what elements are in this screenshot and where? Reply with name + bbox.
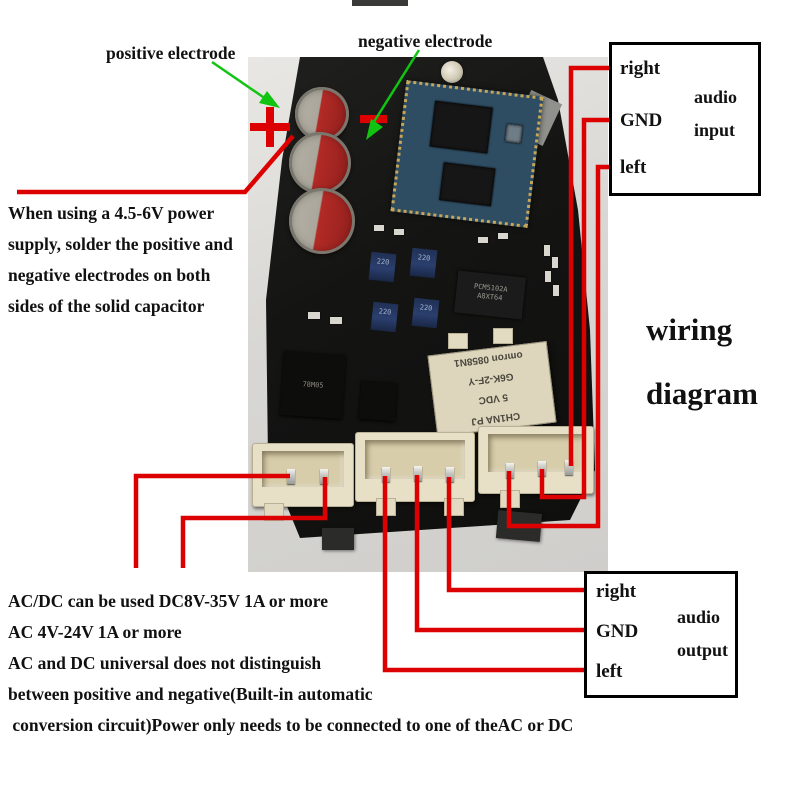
inductor-label: 220 xyxy=(376,257,390,267)
standoff xyxy=(441,61,463,83)
output-pin-gnd xyxy=(414,466,422,481)
solder-pad xyxy=(498,233,508,239)
output-pin-left xyxy=(382,467,390,482)
audio-input-pin-gnd: GND xyxy=(620,110,663,131)
negative-electrode-label: negative electrode xyxy=(358,31,493,51)
audio-input-title-line1: audio xyxy=(694,87,738,107)
solder-pad xyxy=(553,285,559,296)
capacitor-2 xyxy=(289,132,351,194)
power-pin-2 xyxy=(320,469,328,484)
mounting-tab xyxy=(495,510,543,542)
solder-pad xyxy=(544,245,550,256)
voltage-regulator: 78M05 xyxy=(279,350,347,420)
inductor-4: 220 xyxy=(411,297,440,329)
audio-output-pin-gnd: GND xyxy=(596,621,639,642)
power-pin-1 xyxy=(287,469,295,484)
inductor-2: 220 xyxy=(409,247,438,279)
bt-chip-2 xyxy=(439,162,496,207)
relay-line: G6K-2F-Y xyxy=(467,370,515,388)
power-note-line: between positive and negative(Built-in a… xyxy=(8,684,373,704)
connector-foot xyxy=(264,503,284,521)
input-pin-gnd xyxy=(538,461,546,476)
page-title-line2: diagram xyxy=(646,376,758,411)
bt-chip-1 xyxy=(429,100,493,154)
bluetooth-module xyxy=(390,80,544,228)
power-note: AC/DC can be used DC8V-35V 1A or more AC… xyxy=(8,586,573,741)
output-pin-right xyxy=(446,467,454,482)
power-connector xyxy=(252,443,354,507)
dac-chip: PCM5102A A8XT64 xyxy=(453,270,527,320)
relay-line: CH1NA PJ xyxy=(470,410,521,428)
audio-output-connector xyxy=(355,432,475,502)
audio-output-pin-left: left xyxy=(596,661,623,682)
solder-pad xyxy=(308,312,320,319)
relay-pin xyxy=(448,333,468,349)
capacitor-3 xyxy=(289,188,355,254)
inductor-3: 220 xyxy=(370,301,399,333)
inductor-label: 220 xyxy=(417,253,431,263)
input-pin-left xyxy=(506,463,514,478)
capacitor-note-line: When using a 4.5-6V power xyxy=(8,203,215,223)
audio-input-box: right GND left audio input xyxy=(609,42,761,196)
connector-foot xyxy=(444,498,464,516)
power-note-line: AC and DC universal does not distinguish xyxy=(8,653,322,673)
audio-input-pin-right: right xyxy=(620,58,661,79)
relay-line: omron 0858N1 xyxy=(453,349,524,369)
inductor-1: 220 xyxy=(368,251,397,283)
relay-text: CH1NA PJ 5 VDC G6K-2F-Y omron 0858N1 xyxy=(429,342,556,436)
relay-line: 5 VDC xyxy=(477,391,509,407)
positive-electrode-label: positive electrode xyxy=(106,43,236,63)
connector-foot xyxy=(500,490,520,508)
input-pin-right xyxy=(565,460,573,475)
capacitor-note: When using a 4.5-6V power supply, solder… xyxy=(8,198,233,322)
photo-top-fragment xyxy=(352,0,408,6)
inductor-label: 220 xyxy=(378,307,392,317)
capacitor-note-line: supply, solder the positive and xyxy=(8,234,233,254)
audio-input-connector xyxy=(478,426,594,494)
relay: CH1NA PJ 5 VDC G6K-2F-Y omron 0858N1 xyxy=(427,340,557,438)
power-note-line: AC/DC can be used DC8V-35V 1A or more xyxy=(8,591,329,611)
bt-antenna xyxy=(504,123,523,144)
audio-output-pin-right: right xyxy=(596,581,637,602)
audio-output-box: right GND left audio output xyxy=(584,571,738,698)
inductor-label: 220 xyxy=(419,303,433,313)
audio-output-title-line2: output xyxy=(677,640,729,660)
mounting-tab xyxy=(322,528,354,550)
smd-transistor xyxy=(358,380,398,422)
relay-pin xyxy=(493,328,513,344)
page-title-line1: wiring xyxy=(646,312,733,347)
regulator-label: 78M05 xyxy=(302,380,324,390)
solder-pad xyxy=(545,271,551,282)
capacitor-note-line: sides of the solid capacitor xyxy=(8,296,205,316)
connector-cavity xyxy=(262,451,344,487)
audio-output-title-line1: audio xyxy=(677,607,721,627)
audio-input-title-line2: input xyxy=(694,120,736,140)
solder-pad xyxy=(330,317,342,324)
audio-input-title: audio input xyxy=(694,81,737,147)
audio-output-title: audio output xyxy=(677,601,728,667)
solder-pad xyxy=(374,225,384,231)
capacitor-note-line: negative electrodes on both xyxy=(8,265,211,285)
solder-pad xyxy=(394,229,404,235)
power-note-line: conversion circuit)Power only needs to b… xyxy=(8,715,574,735)
connector-foot xyxy=(376,498,396,516)
power-note-line: AC 4V-24V 1A or more xyxy=(8,622,182,642)
audio-input-pin-left: left xyxy=(620,157,647,178)
circuit-board-photo: 220 220 220 220 PCM5102A A8XT64 78M05 CH… xyxy=(248,57,608,572)
page-title: wiring diagram xyxy=(646,298,758,426)
solder-pad xyxy=(552,257,558,268)
solder-pad xyxy=(478,237,488,243)
